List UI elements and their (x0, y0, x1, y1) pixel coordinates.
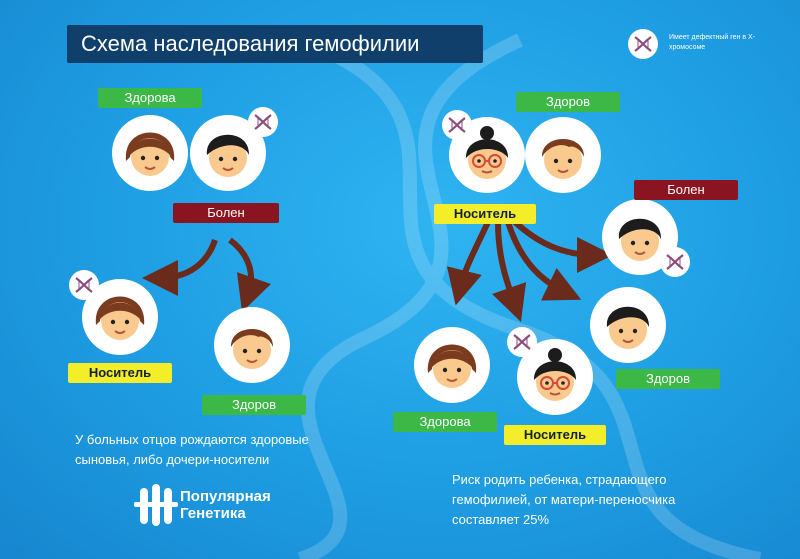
popular-genetics-logo (134, 484, 178, 526)
left-caption-line2: сыновья, либо дочери-носители (75, 452, 270, 467)
logo-text: Популярная Генетика (180, 488, 271, 522)
left-caption: У больных отцов рождаются здоровые сынов… (75, 430, 309, 470)
logo-line2: Генетика (180, 505, 246, 522)
right-arrow-2 (492, 221, 527, 322)
right-carrier-daughter-label: Носитель (504, 425, 606, 445)
right-healthy-daughter-label: Здорова (393, 412, 497, 432)
left-daughter-label: Носитель (68, 363, 172, 383)
left-mother-label: Здорова (98, 88, 202, 108)
right-healthy-son-label: Здоров (616, 369, 720, 389)
left-son-label: Здоров (202, 395, 306, 415)
left-son-avatar (213, 306, 291, 384)
right-mother-dna-icon (440, 108, 474, 142)
legend-dna-icon (626, 27, 660, 61)
right-sick-son-dna-icon (658, 245, 692, 279)
logo-line1: Популярная (180, 488, 271, 505)
left-arrow-to-son (228, 237, 271, 312)
left-father-dna-icon (246, 105, 280, 139)
right-father-avatar (524, 116, 602, 194)
right-caption-line1: Риск родить ребенка, страдающего (452, 472, 667, 487)
right-caption-line3: составляет 25% (452, 512, 550, 527)
left-mother-avatar (111, 114, 189, 192)
right-carrier-daughter-dna-icon (505, 325, 539, 359)
right-arrow-3 (505, 221, 582, 301)
page-title: Схема наследования гемофилии (67, 25, 483, 63)
legend-text: Имеет дефектный ген в X-хромосоме (669, 34, 756, 51)
right-sick-son-label: Болен (634, 180, 738, 200)
right-healthy-daughter-avatar (413, 326, 491, 404)
left-arrow-to-daughter (142, 238, 218, 296)
right-arrow-1 (446, 220, 491, 306)
right-healthy-son-avatar (589, 286, 667, 364)
left-father-label: Болен (173, 203, 279, 223)
left-daughter-dna-icon (67, 268, 101, 302)
right-mother-label: Носитель (434, 204, 536, 224)
right-caption-line2: гемофилией, от матери-переносчика (452, 492, 676, 507)
right-arrow-4 (512, 219, 613, 273)
right-caption: Риск родить ребенка, страдающего гемофил… (452, 470, 675, 530)
left-caption-line1: У больных отцов рождаются здоровые (75, 432, 309, 447)
right-father-label: Здоров (516, 92, 620, 112)
